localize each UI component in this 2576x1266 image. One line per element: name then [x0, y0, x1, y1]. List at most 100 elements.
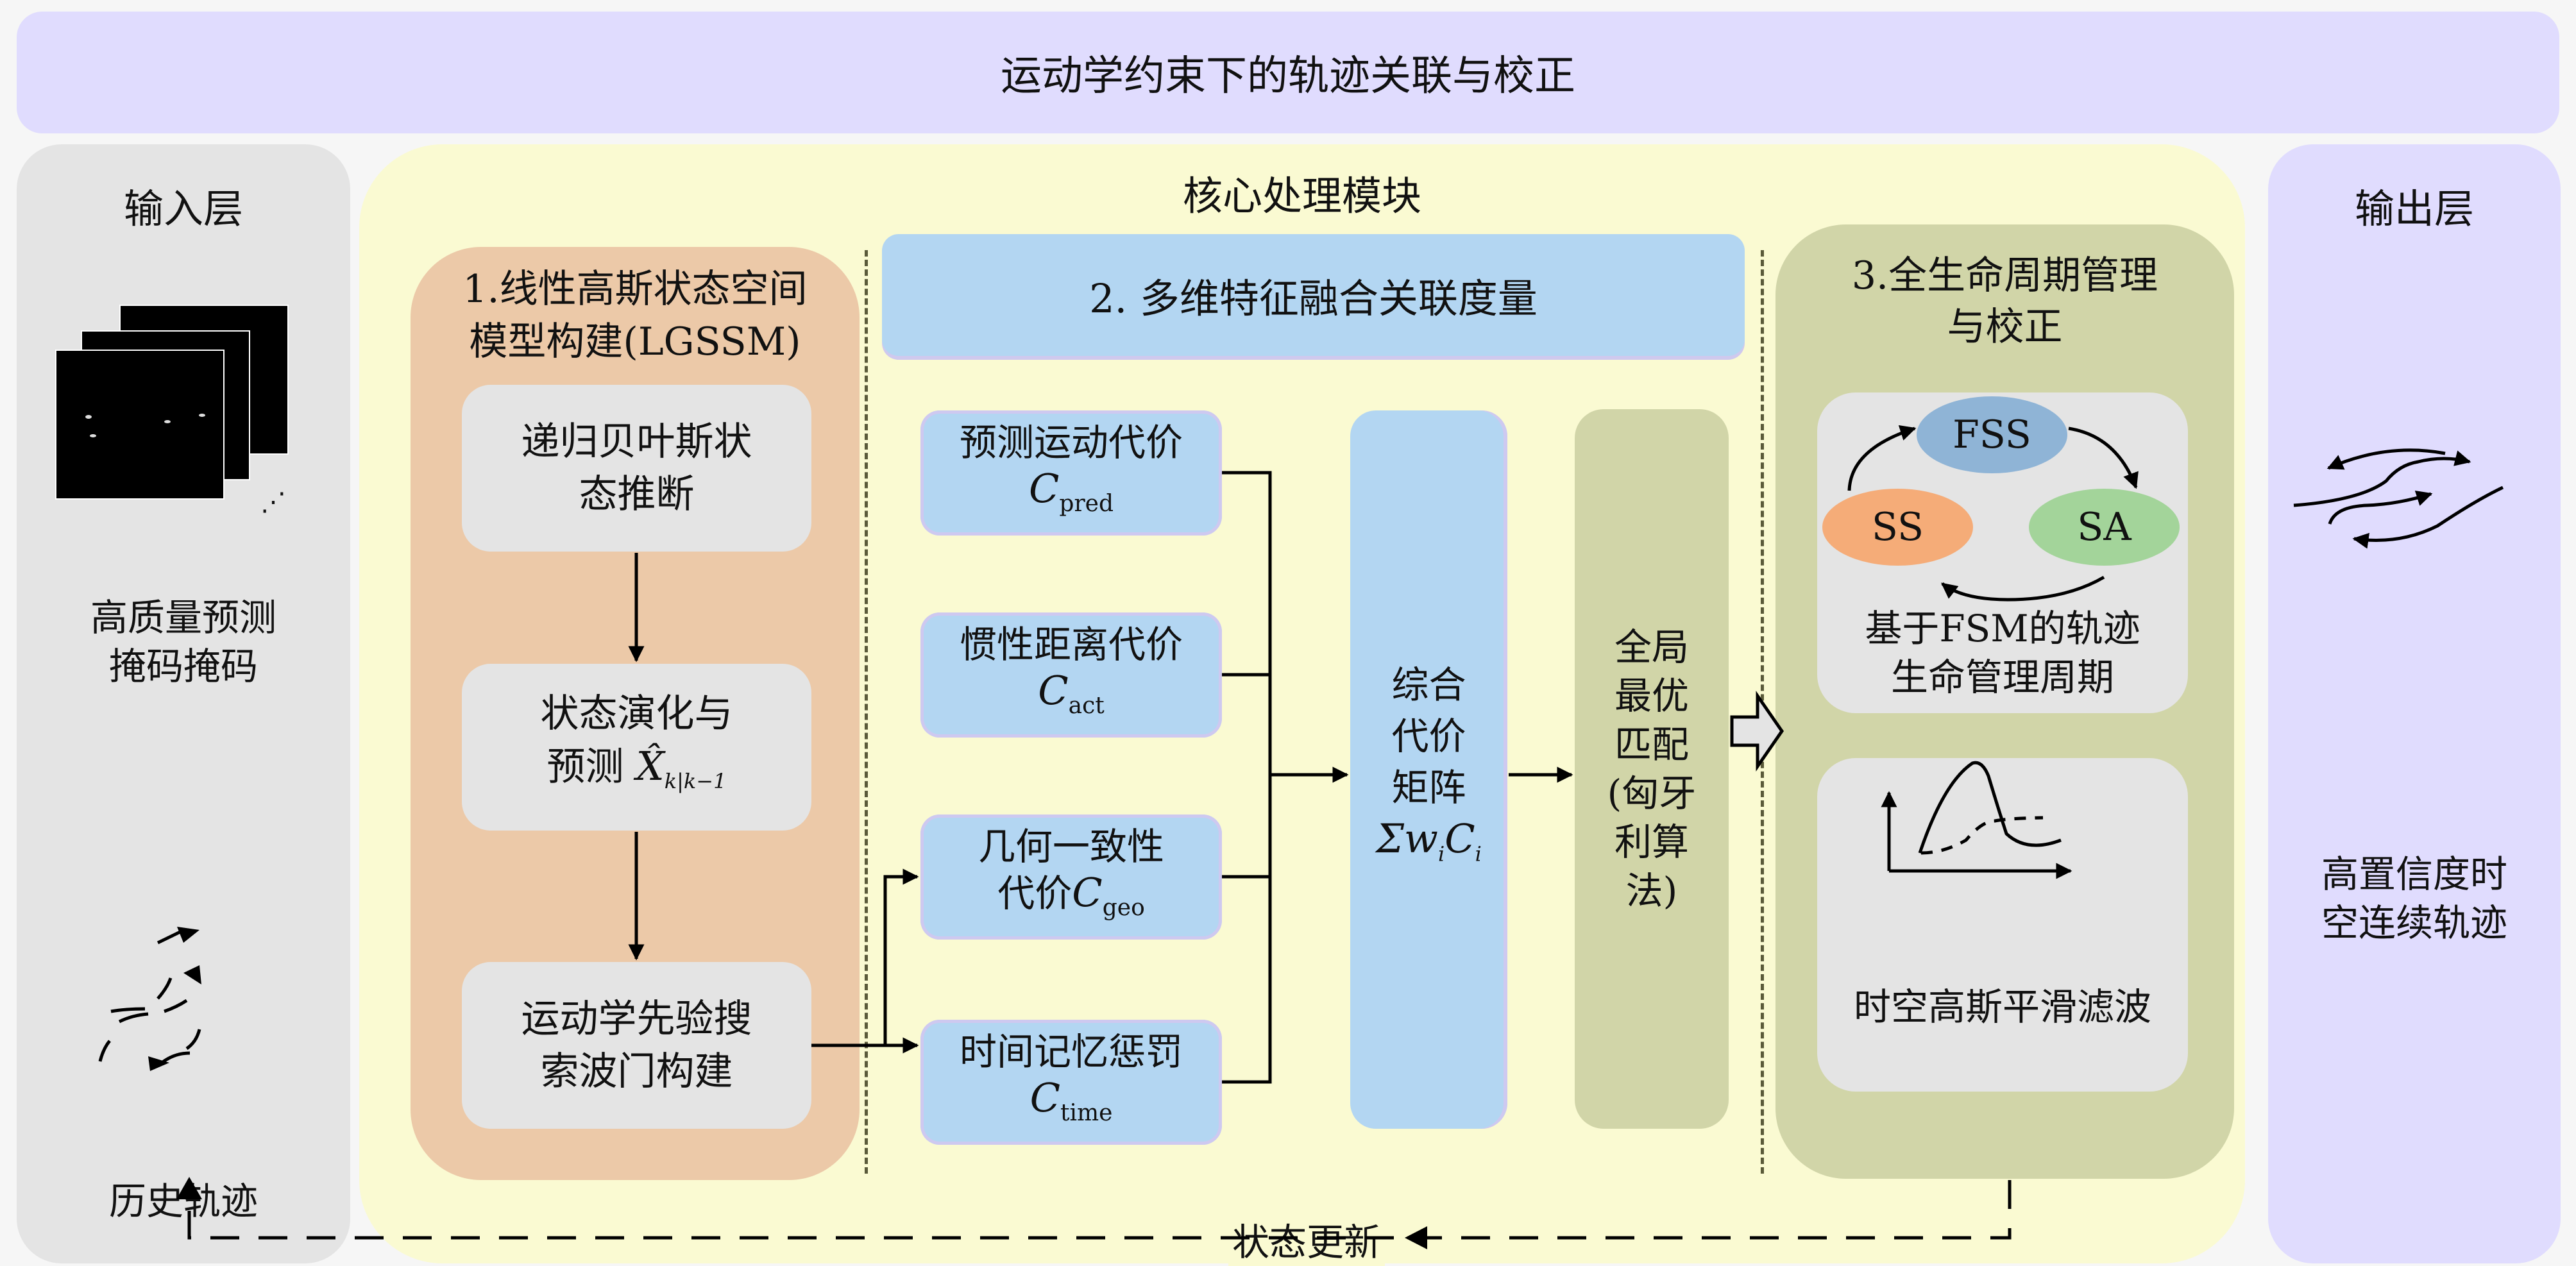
history-arrowhead — [177, 927, 199, 943]
matching-line: (匈牙 — [1607, 772, 1697, 815]
history-trajectory-icon — [98, 927, 201, 1071]
output-traj-4 — [2352, 485, 2504, 549]
history-dash — [110, 1007, 146, 1013]
cost-symbol: C — [1028, 464, 1060, 512]
cost-subscript: pred — [1059, 490, 1114, 517]
cost-pred-label: 预测运动代价 — [959, 420, 1183, 464]
sum-w: Σw — [1376, 815, 1438, 863]
input-layer-title: 输入层 — [123, 185, 243, 232]
matching-line: 法) — [1625, 869, 1678, 913]
cost-matrix-box: 综合 代价 矩阵 ΣwiCi — [1350, 410, 1507, 1129]
module1-title-line1: 1.线性高斯状态空间 — [462, 267, 808, 312]
cost-time-label: 时间记忆惩罚 — [959, 1029, 1183, 1074]
core-processing-title: 核心处理模块 — [1182, 173, 1421, 219]
diagram-title: 运动学约束下的轨迹关联与校正 — [1001, 53, 1575, 100]
cost-act-box: 惯性距离代价 Cact — [920, 612, 1222, 738]
step-gate-line2: 索波门构建 — [540, 1049, 733, 1094]
fsm-state-label: SA — [2077, 505, 2131, 550]
mask-ellipsis: ⋰ — [260, 487, 286, 517]
cost-subscript: act — [1068, 692, 1105, 719]
cost-time-symbol: Ctime — [1030, 1074, 1113, 1136]
step-bayes-line2: 态推断 — [579, 472, 695, 517]
chart-solid-curve — [1918, 761, 2062, 854]
fsm-arrow-ss-to-fss — [1847, 425, 1917, 491]
masks-label: 高质量预测 掩码掩码 — [17, 593, 350, 691]
fsm-label-line2: 生命管理周期 — [1890, 655, 2114, 699]
cost-symbol: C — [1038, 666, 1069, 714]
fsm-panel: FSS SA SS 基于FSM的轨迹 生命管理周期 — [1817, 392, 2188, 713]
history-dash — [157, 930, 182, 945]
module1-title-line2: 模型构建(LGSSM) — [469, 319, 801, 364]
cost-geo-box: 几何一致性 代价Cgeo — [920, 814, 1222, 940]
feedback-dashed-line — [187, 1180, 2012, 1240]
fsm-label: 基于FSM的轨迹 生命管理周期 — [1817, 604, 2188, 702]
output-traj-2 — [2293, 450, 2471, 507]
module3-title-line1: 3.全生命周期管理 — [1851, 253, 2158, 298]
step-search-gate: 运动学先验搜 索波门构建 — [462, 962, 811, 1129]
output-trajectory-icon — [2293, 448, 2504, 549]
sum-w-sub: i — [1437, 841, 1445, 866]
matching-line: 匹配 — [1614, 723, 1689, 766]
cost-matrix-line3: 矩阵 — [1391, 766, 1466, 810]
mask-blob — [199, 414, 205, 417]
output-traj-1 — [2326, 448, 2446, 470]
cost-matrix-formula: ΣwiCi — [1376, 813, 1482, 879]
module1-title: 1.线性高斯状态空间 模型构建(LGSSM) — [411, 263, 860, 368]
feedback-label: 状态更新 — [1228, 1212, 1385, 1266]
step-prediction-text: 预测 — [547, 744, 624, 789]
masks-label-line1: 高质量预测 — [90, 596, 276, 639]
fsm-state-label: FSS — [1953, 412, 2031, 457]
smoothing-chart-icon — [1881, 761, 2072, 879]
fsm-state-ss: SS — [1822, 489, 1973, 566]
output-label: 高置信度时 空连续轨迹 — [2268, 850, 2561, 947]
smoothing-panel: 时空高斯平滑滤波 — [1817, 758, 2188, 1092]
step-prediction-line1: 状态演化与 — [540, 691, 733, 736]
step-state-prediction: 状态演化与 预测 X̂k|k−1 — [462, 664, 811, 831]
sum-c-sub: i — [1475, 841, 1482, 866]
cost-subscript: geo — [1102, 894, 1145, 921]
history-dash — [98, 1040, 111, 1062]
step-bayes-line1: 递归贝叶斯状 — [521, 419, 752, 464]
mask-blob — [164, 420, 171, 423]
output-layer-panel: 输出层 高置信度时 空连续轨迹 — [2268, 144, 2561, 1263]
fsm-arrow-sa-to-ss — [1941, 575, 2105, 602]
arrow-gate-to-geo — [811, 868, 919, 1047]
module3-title-line2: 与校正 — [1947, 305, 2063, 350]
fsm-state-label: SS — [1871, 505, 1924, 550]
step-gate-line1: 运动学先验搜 — [521, 997, 752, 1042]
cost-bus-line — [1222, 471, 1272, 1084]
block-arrow-to-module3 — [1730, 690, 1784, 772]
history-label: 历史轨迹 — [108, 1179, 258, 1223]
output-layer-title: 输出层 — [2354, 185, 2474, 232]
cost-act-symbol: Cact — [1038, 666, 1105, 729]
fsm-state-sa: SA — [2029, 489, 2180, 566]
x-hat-symbol: X̂ — [636, 742, 665, 789]
feedback-arrowhead-up — [176, 1177, 202, 1199]
matching-line: 全局 — [1614, 625, 1689, 669]
module2-header: 2. 多维特征融合关联度量 — [882, 234, 1745, 356]
module3-title: 3.全生命周期管理 与校正 — [1775, 250, 2234, 353]
history-arrowhead — [183, 965, 201, 984]
module2-title: 2. 多维特征融合关联度量 — [1089, 275, 1538, 322]
cost-time-box: 时间记忆惩罚 Ctime — [920, 1020, 1222, 1145]
mask-blob — [85, 415, 92, 419]
cost-geo-prefix: 代价 — [997, 871, 1072, 915]
fsm-label-line1: 基于FSM的轨迹 — [1865, 607, 2140, 650]
output-traj-3 — [2328, 490, 2433, 525]
input-layer-panel: 输入层 ⋰ 高质量预测 掩码掩码 历史轨迹 — [17, 144, 350, 1263]
history-dash — [164, 999, 188, 1013]
cost-symbol: C — [1030, 1074, 1061, 1121]
cost-act-label: 惯性距离代价 — [959, 622, 1183, 666]
history-dash — [118, 1012, 149, 1024]
global-matching-box: 全局 最优 匹配 (匈牙 利算 法) — [1575, 409, 1729, 1129]
cost-pred-box: 预测运动代价 Cpred — [920, 410, 1222, 536]
sum-c: C — [1445, 815, 1475, 863]
fsm-state-fss: FSS — [1917, 396, 2067, 473]
cost-matrix-line2: 代价 — [1391, 714, 1466, 759]
step-bayes-inference: 递归贝叶斯状 态推断 — [462, 385, 811, 552]
output-label-line2: 空连续轨迹 — [2321, 901, 2507, 945]
mask-frame-front — [55, 350, 225, 500]
output-label-line1: 高置信度时 — [2321, 852, 2507, 896]
cost-matrix-line1: 综合 — [1391, 663, 1466, 707]
